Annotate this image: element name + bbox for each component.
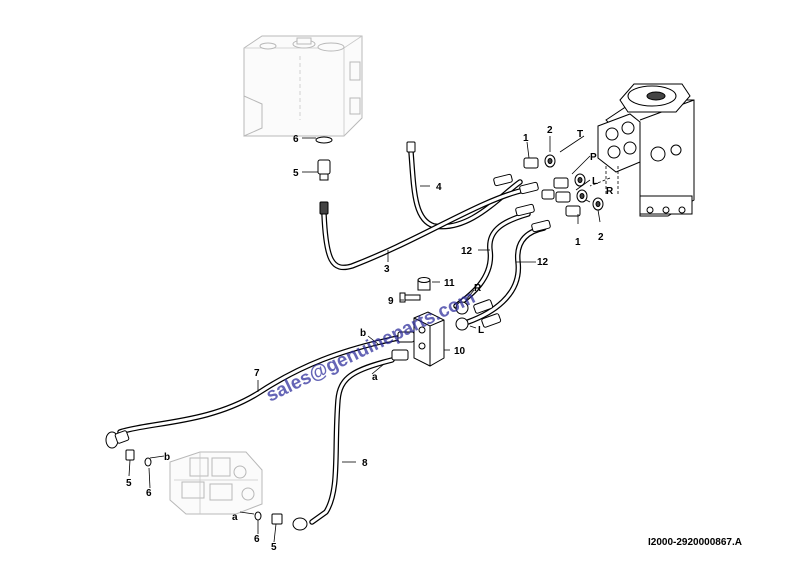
callout-labels: 1 2 T P L R 1 2 12 12 4 3 6 5 11 9 R L b… bbox=[126, 125, 614, 553]
callout-10: 10 bbox=[454, 346, 466, 357]
callout-r-top: R bbox=[606, 186, 614, 197]
bolt-9 bbox=[399, 292, 421, 303]
hose-8 bbox=[309, 357, 395, 525]
callout-p: P bbox=[590, 152, 597, 163]
callout-12-a: 12 bbox=[461, 246, 473, 257]
callout-a-low: a bbox=[232, 512, 238, 523]
callout-a-mid: a bbox=[372, 372, 378, 383]
callout-1-top: 1 bbox=[523, 133, 529, 144]
callout-9: 9 bbox=[388, 296, 394, 307]
callout-7: 7 bbox=[254, 368, 260, 379]
fitting-t bbox=[523, 154, 556, 169]
callout-6-low-left: 6 bbox=[146, 488, 152, 499]
callout-b-low: b bbox=[164, 452, 170, 463]
callout-5-low-left: 5 bbox=[126, 478, 132, 489]
fitting-r bbox=[565, 197, 604, 217]
hose-ends-upper bbox=[493, 173, 555, 233]
hose-7 bbox=[117, 335, 401, 435]
fitting-l bbox=[555, 189, 588, 203]
control-valve bbox=[169, 451, 263, 515]
bracket-10 bbox=[391, 299, 502, 367]
fitting-p bbox=[553, 173, 586, 189]
lower-fittings bbox=[105, 430, 308, 531]
callout-2-lower: 2 bbox=[598, 232, 604, 243]
callout-l-top: L bbox=[592, 176, 598, 187]
callout-3: 3 bbox=[384, 264, 390, 275]
callout-8: 8 bbox=[362, 458, 368, 469]
callout-6-low-right: 6 bbox=[254, 534, 260, 545]
callout-11: 11 bbox=[444, 278, 455, 289]
callout-r-mid: R bbox=[474, 283, 482, 294]
callout-t: T bbox=[577, 129, 583, 140]
hose-3 bbox=[321, 187, 527, 271]
callout-b-mid: b bbox=[360, 328, 366, 339]
callout-5-low-right: 5 bbox=[271, 542, 277, 553]
diagram-reference-code: I2000-2920000867.A bbox=[648, 537, 742, 548]
tank-fitting bbox=[315, 136, 416, 215]
callout-l-mid: L bbox=[478, 325, 484, 336]
leader-lines bbox=[128, 135, 601, 543]
callout-6-tank: 6 bbox=[293, 134, 299, 145]
hydraulic-tank bbox=[243, 35, 363, 137]
callout-5-tank: 5 bbox=[293, 168, 299, 179]
callout-12-b: 12 bbox=[537, 257, 549, 268]
watermark: sales@genuineparts.com bbox=[263, 287, 479, 407]
callout-2-top: 2 bbox=[547, 125, 553, 136]
callout-1-lower: 1 bbox=[575, 237, 581, 248]
callout-4: 4 bbox=[436, 182, 442, 193]
cap-11 bbox=[417, 277, 431, 291]
steering-unit bbox=[597, 83, 695, 217]
